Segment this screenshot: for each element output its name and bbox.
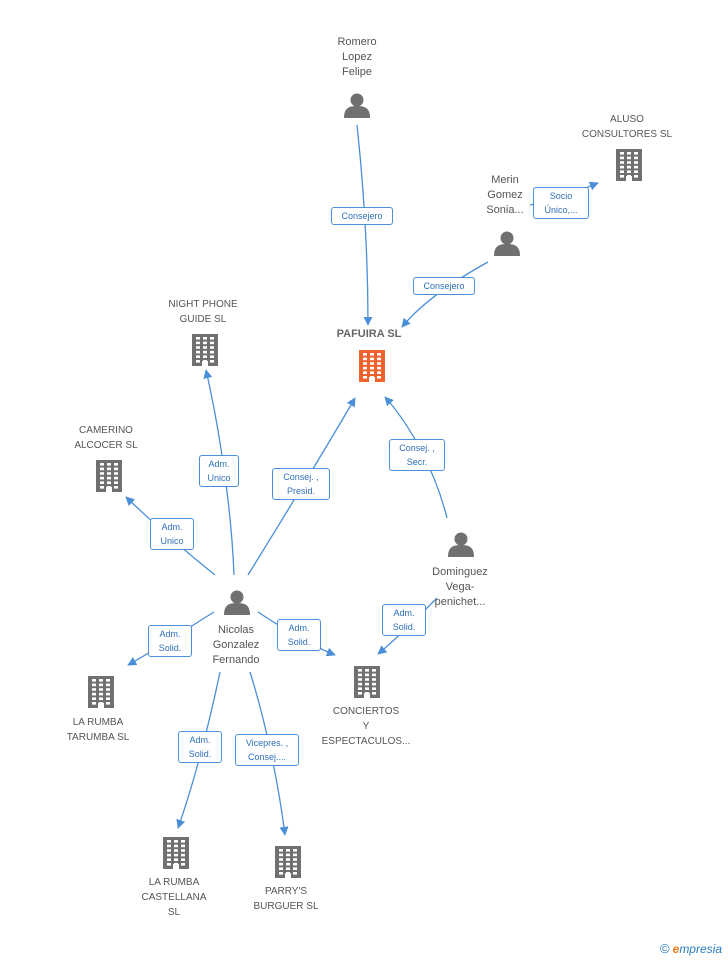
edge-label-nicolas-night[interactable]: Adm. Unico: [199, 455, 239, 487]
building-icon[interactable]: [96, 460, 122, 492]
edge-label-dominguez-pafuira[interactable]: Consej. , Secr.: [389, 439, 445, 471]
building-icon[interactable]: [163, 837, 189, 869]
node-merin-label[interactable]: Merin Gomez Sonia...: [486, 174, 524, 216]
person-icon[interactable]: [224, 590, 250, 616]
building-icon[interactable]: [354, 666, 380, 698]
copyright-icon: ©: [660, 941, 670, 956]
node-night-label[interactable]: NIGHT PHONE GUIDE SL: [168, 299, 238, 325]
node-parrys-label[interactable]: PARRY'S BURGUER SL: [253, 886, 319, 912]
edge-label-nicolas-pafuira[interactable]: Consej. , Presid.: [272, 468, 330, 500]
edge-label-romero-pafuira[interactable]: Consejero: [331, 207, 393, 225]
node-dominguez-label[interactable]: Dominguez Vega- penichet...: [432, 566, 488, 608]
node-rumbacastellana-label[interactable]: LA RUMBA CASTELLANA SL: [141, 877, 207, 918]
building-icon[interactable]: [616, 149, 642, 181]
person-icon[interactable]: [448, 532, 474, 558]
building-icon[interactable]: [88, 676, 114, 708]
brand-footer: ©empresia: [660, 941, 722, 956]
edge-label-merin-pafuira[interactable]: Consejero: [413, 277, 475, 295]
node-nicolas-label[interactable]: Nicolas Gonzalez Fernando: [212, 624, 260, 666]
edge-label-nicolas-rumbatarumba[interactable]: Adm. Solid.: [148, 625, 192, 657]
person-icon[interactable]: [344, 93, 370, 119]
node-camerino-label[interactable]: CAMERINO ALCOCER SL: [74, 425, 138, 451]
edge-label-nicolas-conciertos[interactable]: Adm. Solid.: [277, 619, 321, 651]
brand-logo-text: mpresia: [679, 942, 722, 956]
node-pafuira-label[interactable]: PAFUIRA SL: [336, 328, 402, 340]
edge-label-merin-aluso[interactable]: Socio Único,...: [533, 187, 589, 219]
brand-logo-e: e: [672, 942, 680, 956]
node-aluso-label[interactable]: ALUSO CONSULTORES SL: [581, 114, 673, 140]
node-rumbatarumba-label[interactable]: LA RUMBA TARUMBA SL: [66, 717, 130, 743]
edge-label-nicolas-camerino[interactable]: Adm. Unico: [150, 518, 194, 550]
building-icon-main[interactable]: [359, 350, 385, 382]
building-icon[interactable]: [192, 334, 218, 366]
person-icon[interactable]: [494, 231, 520, 257]
building-icon[interactable]: [275, 846, 301, 878]
edge-romero-pafuira: [356, 124, 373, 326]
node-conciertos-label[interactable]: CONCIERTOS Y ESPECTACULOS...: [321, 706, 411, 747]
node-romero-label[interactable]: Romero Lopez Felipe: [337, 36, 377, 78]
edge-label-nicolas-parrys[interactable]: Vicepres. , Consej....: [235, 734, 299, 766]
edge-label-dominguez-conciertos[interactable]: Adm. Solid.: [382, 604, 426, 636]
edge-label-nicolas-rumbacastellana[interactable]: Adm. Solid.: [178, 731, 222, 763]
